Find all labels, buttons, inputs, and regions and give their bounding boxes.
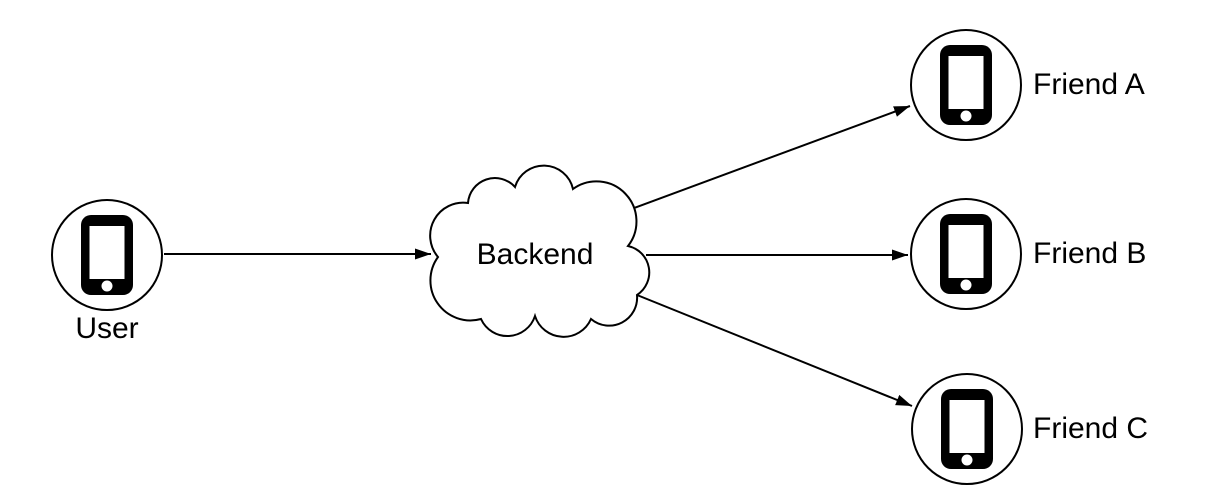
smartphone-icon (940, 45, 992, 125)
friend-b-node (910, 198, 1022, 310)
smartphone-icon (81, 215, 133, 295)
backend-cloud-shape (429, 164, 651, 338)
cloud-outline (429, 164, 651, 338)
smartphone-icon (941, 389, 993, 469)
friend-a-node (910, 29, 1022, 141)
friend-b-label: Friend B (1033, 237, 1147, 270)
user-node (51, 199, 163, 311)
smartphone-icon (940, 214, 992, 294)
edge-backend-to-friend-c (636, 294, 913, 407)
edge-backend-to-friend-a (633, 105, 911, 209)
friend-c-node (911, 373, 1023, 485)
backend-label: Backend (476, 238, 594, 271)
friend-c-label: Friend C (1033, 412, 1149, 445)
user-label: User (75, 312, 139, 345)
friend-a-label: Friend A (1033, 68, 1145, 101)
